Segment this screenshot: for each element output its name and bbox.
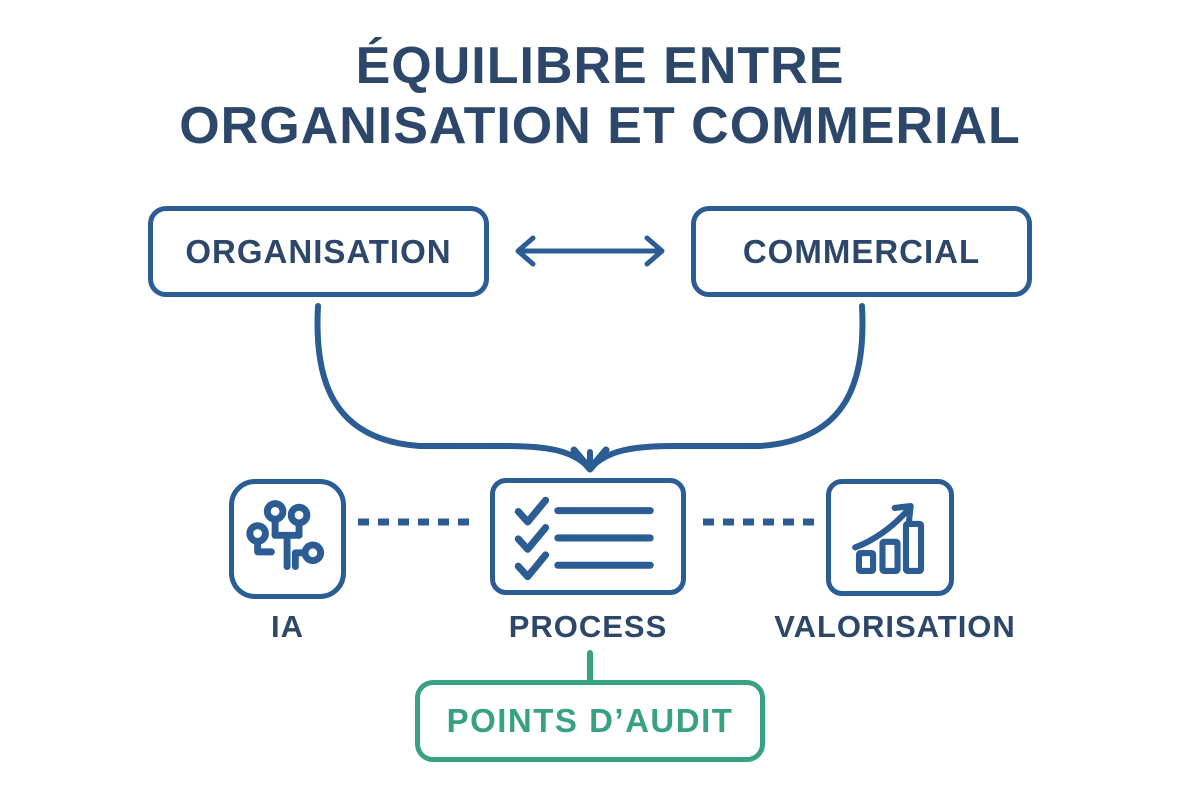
checklist-icon bbox=[514, 496, 654, 580]
process-box bbox=[490, 478, 686, 595]
page-title-line1: ÉQUILIBRE ENTRE bbox=[355, 37, 845, 95]
points-daudit-label: POINTS D’AUDIT bbox=[446, 702, 734, 739]
page-title-line2: ORGANISATION ET COMMERIAL bbox=[179, 97, 1021, 155]
commercial-label: COMMERCIAL bbox=[742, 232, 981, 270]
organisation-label: ORGANISATION bbox=[185, 232, 452, 270]
process-label: PROCESS bbox=[508, 609, 668, 644]
points-daudit-box: POINTS D’AUDIT bbox=[415, 680, 765, 762]
double-arrow-icon bbox=[515, 235, 665, 267]
page-title: ÉQUILIBRE ENTRE ORGANISATION ET COMMERIA… bbox=[0, 36, 1200, 156]
organisation-box: ORGANISATION bbox=[148, 206, 489, 297]
converging-arrows-icon bbox=[314, 303, 866, 473]
audit-connector-line bbox=[587, 650, 593, 684]
growth-chart-icon bbox=[852, 502, 925, 574]
ai-circuit-icon bbox=[245, 500, 324, 571]
dashed-connector-left bbox=[358, 518, 474, 526]
ia-box bbox=[229, 479, 346, 599]
ia-label: IA bbox=[271, 609, 304, 644]
dashed-connector-right bbox=[703, 518, 819, 526]
valorisation-box bbox=[826, 479, 954, 596]
commercial-box: COMMERCIAL bbox=[691, 206, 1032, 297]
valorisation-label: VALORISATION bbox=[774, 609, 1016, 644]
